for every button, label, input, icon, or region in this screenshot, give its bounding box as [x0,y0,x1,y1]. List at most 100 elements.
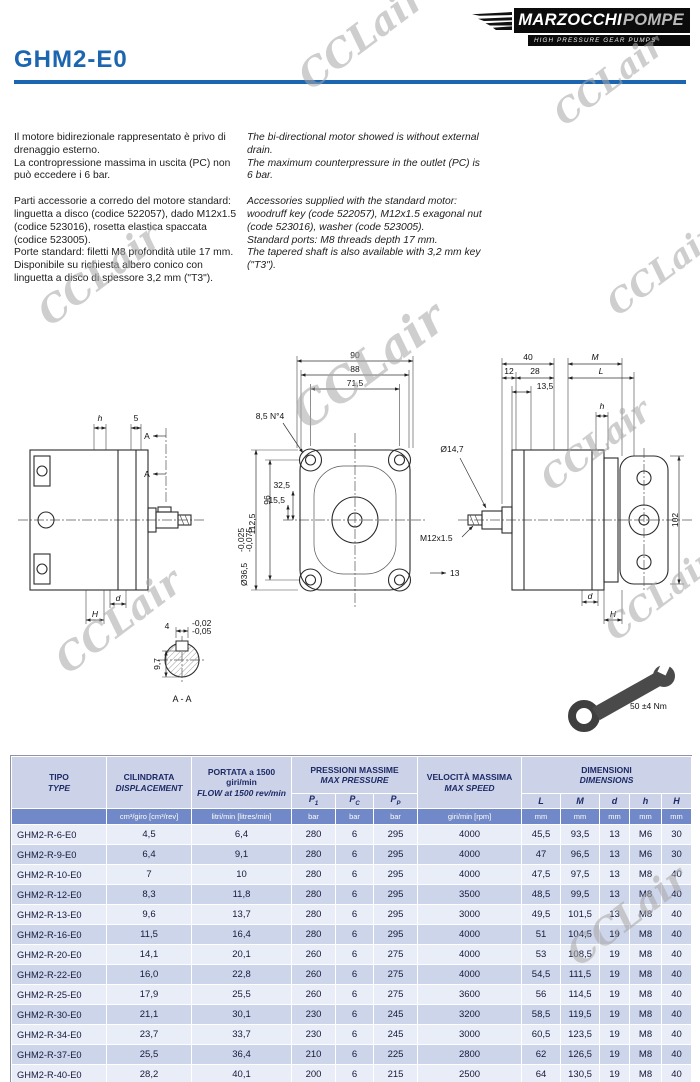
cell-pp: 245 [372,1024,419,1045]
cell-pp: 295 [372,924,419,945]
cell-dim-L: 45,5 [521,824,562,845]
cell-p1: 260 [291,964,336,985]
cell-dim-M: 119,5 [560,1004,601,1025]
cell-pc: 6 [335,1004,374,1025]
cell-dim-L: 62 [521,1044,562,1065]
cell-dim-h: M8 [629,864,663,885]
paragraph-it: Il motore bidirezionale rappresentato è … [14,132,226,156]
table-row: GHM2-R-30-E0 21,1 30,1 230 6 245 3200 58… [11,1004,693,1025]
cell-flow: 13,7 [191,904,292,925]
table-row: GHM2-R-20-E0 14,1 20,1 260 6 275 4000 53… [11,944,693,965]
cell-dim-h: M8 [629,1044,663,1065]
brand-bar: MARZOCCHIPOMPE [514,8,690,33]
cell-dim-L: 60,5 [521,1024,562,1045]
cell-dim-M: 123,5 [560,1024,601,1045]
cell-pp: 245 [372,1004,419,1025]
section-a-a: 4 -0,02 -0,05 9,7 A - A [152,618,212,704]
cell-dim-h: M8 [629,904,663,925]
cell-p1: 280 [291,824,336,845]
cell-dim-d: 13 [599,884,631,905]
table-row: GHM2-R-9-E0 6,4 9,1 280 6 295 4000 47 96… [11,844,693,865]
cell-flow: 16,4 [191,924,292,945]
cell-dim-L: 58,5 [521,1004,562,1025]
logo: MARZOCCHIPOMPE HIGH PRESSURE GEAR PUMPS [472,8,690,46]
cell-dim-H: 40 [661,944,693,965]
paragraph-en: Standard ports: M8 threads depth 17 mm. [247,234,438,246]
dim-label: 13,5 [537,381,554,391]
paragraph-en: Accessories supplied with the standard m… [247,196,482,233]
table-row: GHM2-R-13-E0 9,6 13,7 280 6 295 3000 49,… [11,904,693,925]
cell-pp: 295 [372,864,419,885]
dim-label: 15,5 [268,495,285,505]
table-row: GHM2-R-37-E0 25,5 36,4 210 6 225 2800 62… [11,1044,693,1065]
cell-pp: 295 [372,824,419,845]
cell-dim-h: M8 [629,984,663,1005]
torque-wrench: 50 ±4 Nm [568,658,675,732]
table-row: GHM2-R-34-E0 23,7 33,7 230 6 245 3000 60… [11,1024,693,1045]
cell-dim-h: M8 [629,944,663,965]
cell-dim-d: 19 [599,1044,631,1065]
cell-dim-H: 40 [661,1004,693,1025]
cell-flow: 25,5 [191,984,292,1005]
col-header-h: h [629,793,663,809]
cell-dim-h: M8 [629,964,663,985]
cell-displacement: 16,0 [106,964,192,985]
cell-flow: 22,8 [191,964,292,985]
cell-dim-L: 64 [521,1064,562,1082]
col-header-pc: PC [335,793,374,809]
dim-label: L [599,366,604,376]
unit-cell: litri/min [litres/min] [191,808,292,825]
cell-dim-M: 126,5 [560,1044,601,1065]
cell-dim-M: 111,5 [560,964,601,985]
unit-cell: bar [291,808,336,825]
cell-speed: 3600 [417,984,523,1005]
svg-text:-0,075: -0,075 [244,528,254,552]
cell-pc: 6 [335,1024,374,1045]
dim-label: 71,5 [347,378,364,388]
dim-label: 96 [262,495,272,505]
cell-flow: 40,1 [191,1064,292,1082]
cell-pc: 6 [335,964,374,985]
cell-p1: 260 [291,944,336,965]
dim-label: M [591,352,599,362]
cell-speed: 3000 [417,904,523,925]
cell-dim-H: 40 [661,884,693,905]
cell-dim-d: 13 [599,904,631,925]
cell-pc: 6 [335,944,374,965]
cell-p1: 200 [291,1064,336,1082]
cell-p1: 260 [291,984,336,1005]
cell-pp: 275 [372,964,419,985]
cell-speed: 4000 [417,864,523,885]
cell-dim-L: 48,5 [521,884,562,905]
cell-dim-h: M8 [629,924,663,945]
cell-pc: 6 [335,1044,374,1065]
cell-displacement: 8,3 [106,884,192,905]
cell-pc: 6 [335,1064,374,1082]
technical-drawing: h 5 A A d H [18,350,692,732]
dim-label: H [610,609,617,619]
cell-p1: 280 [291,844,336,865]
cell-dim-M: 114,5 [560,984,601,1005]
dim-label: 13 [450,568,460,578]
paragraph-it: Disponibile su richiesta albero conico c… [14,260,214,284]
paragraph-en: The tapered shaft is also available with… [247,247,481,272]
cell-pp: 295 [372,844,419,865]
cell-dim-L: 47 [521,844,562,865]
col-header-p1: P1 [291,793,336,809]
cell-speed: 4000 [417,964,523,985]
table-row: GHM2-R-12-E0 8,3 11,8 280 6 295 3500 48,… [11,884,693,905]
cell-pp: 215 [372,1064,419,1082]
cell-type: GHM2-R-30-E0 [11,1004,107,1025]
cell-pp: 295 [372,904,419,925]
cell-pc: 6 [335,924,374,945]
cell-dim-d: 19 [599,964,631,985]
cell-p1: 280 [291,924,336,945]
cell-flow: 36,4 [191,1044,292,1065]
cell-dim-H: 40 [661,984,693,1005]
table-row: GHM2-R-16-E0 11,5 16,4 280 6 295 4000 51… [11,924,693,945]
col-header-H: H [661,793,693,809]
